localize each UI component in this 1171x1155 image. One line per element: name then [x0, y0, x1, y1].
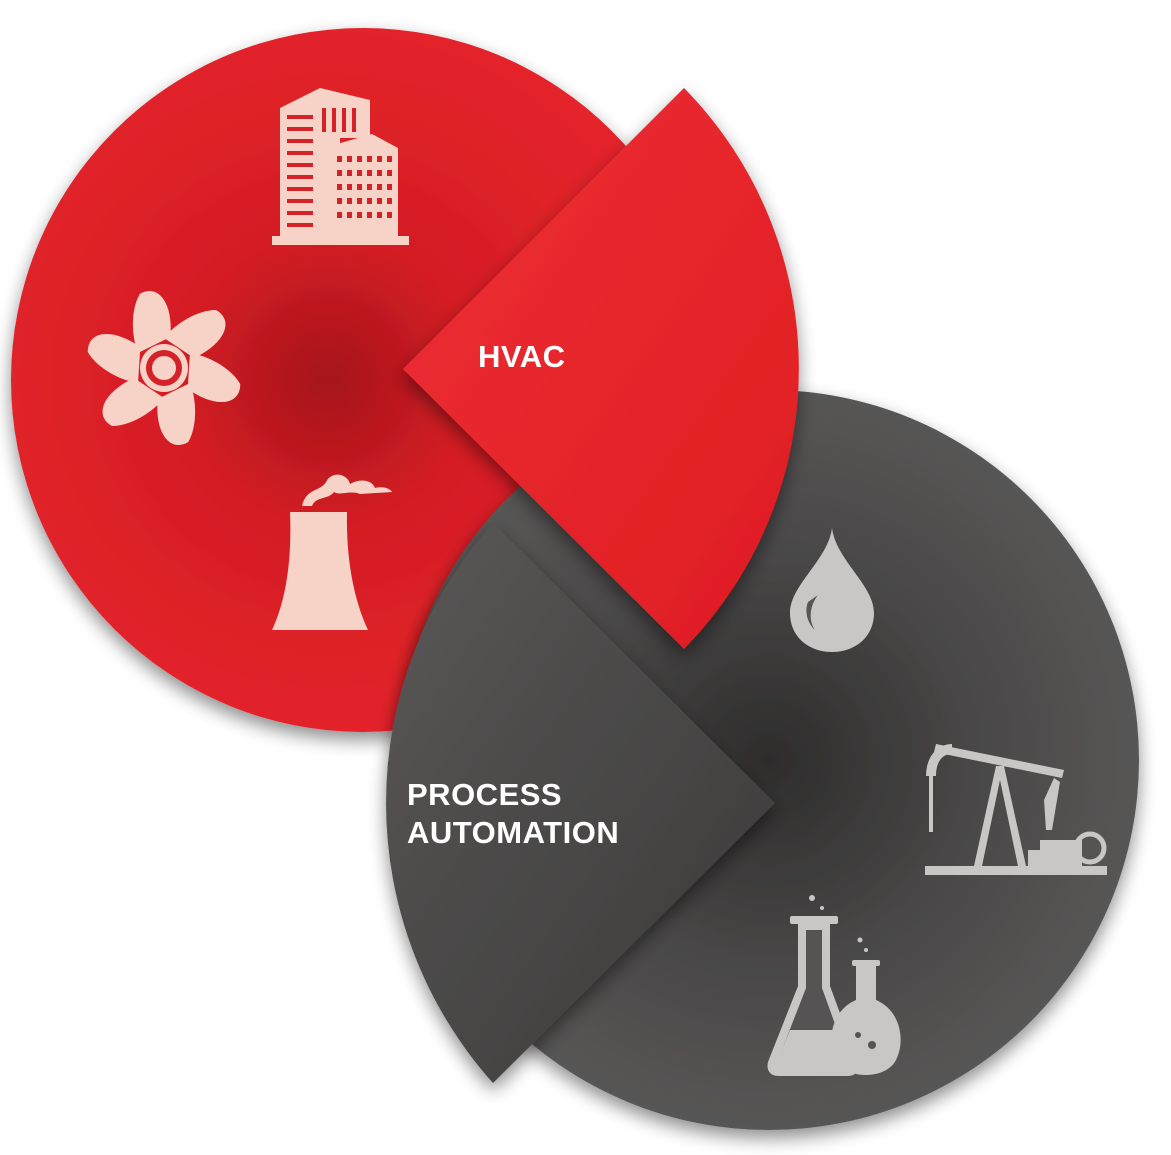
process-label-line2: AUTOMATION	[407, 814, 620, 850]
process-wedge	[386, 523, 775, 1083]
process-label-line1: PROCESS	[407, 777, 563, 812]
hvac-label: HVAC	[478, 339, 566, 374]
building-icon	[272, 88, 409, 245]
pumpjack-icon	[925, 744, 1107, 875]
fan-icon	[87, 291, 241, 445]
hvac-wedge	[403, 88, 799, 649]
cooling-tower-icon	[272, 474, 392, 630]
process-automation-label: PROCESS AUTOMATION	[407, 776, 619, 852]
oil-drop-icon	[790, 528, 874, 652]
lab-flask-icon	[767, 895, 901, 1076]
